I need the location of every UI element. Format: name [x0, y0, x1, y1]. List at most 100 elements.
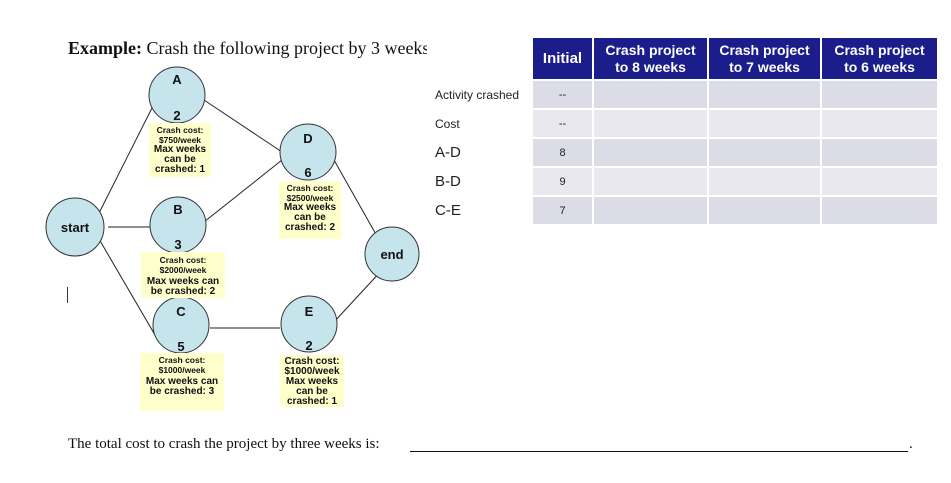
header-crash-6-line2: to 6 weeks	[844, 58, 915, 75]
cell-crash6-cost[interactable]	[822, 110, 937, 137]
answer-period: .	[909, 436, 913, 452]
node-end-label: end	[380, 247, 403, 262]
header-initial: Initial	[533, 38, 592, 79]
max-weeks-line2-c: be crashed: 3	[149, 386, 215, 397]
max-weeks-line1-d: Max weeks	[283, 202, 337, 213]
node-a-duration: 2	[173, 108, 180, 123]
edge-start-c	[91, 226, 156, 336]
cell-initial-a-d: 8	[533, 139, 592, 166]
node-e-label: E	[305, 304, 314, 319]
max-weeks-line2-a: can be	[164, 154, 196, 165]
cell-crash8-c-e[interactable]	[594, 197, 707, 224]
row-label-a-d: A-D	[427, 139, 531, 166]
row-label-b-d: B-D	[427, 168, 531, 195]
cell-crash6-b-d[interactable]	[822, 168, 937, 195]
edge-e-end	[333, 269, 383, 323]
max-weeks-line2-d: can be	[294, 212, 326, 223]
cell-crash7-b-d[interactable]	[709, 168, 820, 195]
node-e-duration: 2	[305, 338, 312, 353]
node-a: A 2	[148, 66, 206, 124]
cell-crash6-a-d[interactable]	[822, 139, 937, 166]
header-crash-6-line1: Crash project	[834, 41, 925, 58]
table-row: C-E 7	[427, 197, 937, 224]
total-cost-prompt: The total cost to crash the project by t…	[68, 436, 380, 452]
text-cursor	[67, 287, 68, 303]
node-d-duration: 6	[304, 165, 311, 180]
crash-info-a: Crash cost: $750/week Max weeks can be c…	[149, 123, 211, 177]
crash-rate-a: $750/week	[158, 135, 202, 145]
crash-info-b: Crash cost: $2000/week Max weeks can be …	[141, 252, 225, 298]
crash-info-c: Crash cost: $1000/week Max weeks can be …	[140, 353, 224, 411]
cell-initial-cost: --	[533, 110, 592, 137]
node-b-label: B	[173, 202, 182, 217]
project-network-diagram: A 2 B 3 C 5 D 6 E 2 start end	[45, 66, 420, 354]
table-row: B-D 9	[427, 168, 937, 195]
edge-b-d	[203, 159, 283, 223]
node-c-duration: 5	[177, 339, 184, 354]
cell-crash7-activity[interactable]	[709, 81, 820, 108]
network-edges	[91, 99, 383, 336]
header-crash-7-line1: Crash project	[719, 41, 810, 58]
crash-rate-b: $2000/week	[159, 265, 207, 275]
header-crash-7-line2: to 7 weeks	[729, 58, 800, 75]
node-d: D 6	[279, 123, 337, 181]
node-b: B 3	[149, 196, 207, 254]
header-crash-8-line1: Crash project	[605, 41, 696, 58]
crash-rate-d: $2500/week	[286, 193, 334, 203]
node-end: end	[364, 226, 420, 282]
node-start: start	[45, 197, 105, 257]
max-weeks-line1-e: Max weeks	[285, 376, 339, 387]
cell-crash6-c-e[interactable]	[822, 197, 937, 224]
cell-crash6-activity[interactable]	[822, 81, 937, 108]
title-bold: Example:	[68, 38, 142, 58]
crash-info-d: Crash cost: $2500/week Max weeks can be …	[279, 181, 341, 239]
cell-initial-c-e: 7	[533, 197, 592, 224]
header-crash-8-line2: to 8 weeks	[615, 58, 686, 75]
node-c-label: C	[176, 304, 186, 319]
max-weeks-line2-b: be crashed: 2	[150, 286, 216, 297]
edge-a-d	[203, 99, 283, 153]
node-d-label: D	[303, 131, 312, 146]
page-title: Example: Crash the following project by …	[68, 38, 434, 59]
max-weeks-line1-c: Max weeks can	[145, 376, 219, 387]
crash-cost-label-e: Crash cost:	[284, 356, 340, 367]
cell-crash8-a-d[interactable]	[594, 139, 707, 166]
max-weeks-line3-e: crashed: 1	[286, 396, 338, 407]
row-label-c-e: C-E	[427, 197, 531, 224]
max-weeks-line3-a: crashed: 1	[154, 164, 206, 175]
row-label-cost: Cost	[427, 110, 531, 137]
answer-blank-line[interactable]	[410, 451, 908, 452]
node-start-label: start	[61, 220, 90, 235]
cell-crash8-b-d[interactable]	[594, 168, 707, 195]
title-text: Crash the following project by 3 weeks.	[142, 38, 434, 58]
header-initial-text: Initial	[542, 50, 583, 67]
node-b-duration: 3	[174, 237, 181, 252]
table-row: A-D 8	[427, 139, 937, 166]
cell-initial-b-d: 9	[533, 168, 592, 195]
crash-rate-e: $1000/week	[284, 366, 340, 377]
cell-crash7-a-d[interactable]	[709, 139, 820, 166]
node-a-label: A	[172, 72, 182, 87]
cell-crash7-c-e[interactable]	[709, 197, 820, 224]
crash-cost-label-a: Crash cost:	[156, 125, 204, 135]
crash-cost-label-d: Crash cost:	[286, 183, 334, 193]
cell-crash8-cost[interactable]	[594, 110, 707, 137]
max-weeks-line1-a: Max weeks	[153, 144, 207, 155]
table-corner-cell	[427, 38, 531, 79]
node-e: E 2	[280, 295, 338, 353]
max-weeks-line1-b: Max weeks can	[146, 276, 220, 287]
cell-crash8-activity[interactable]	[594, 81, 707, 108]
node-c: C 5	[152, 296, 210, 354]
table-row: Activity crashed --	[427, 81, 937, 108]
cell-crash7-cost[interactable]	[709, 110, 820, 137]
max-weeks-line2-e: can be	[296, 386, 328, 397]
max-weeks-line3-d: crashed: 2	[284, 222, 336, 233]
crash-cost-label-c: Crash cost:	[158, 355, 206, 365]
crash-cost-label-b: Crash cost:	[159, 255, 207, 265]
table-row: Cost --	[427, 110, 937, 137]
